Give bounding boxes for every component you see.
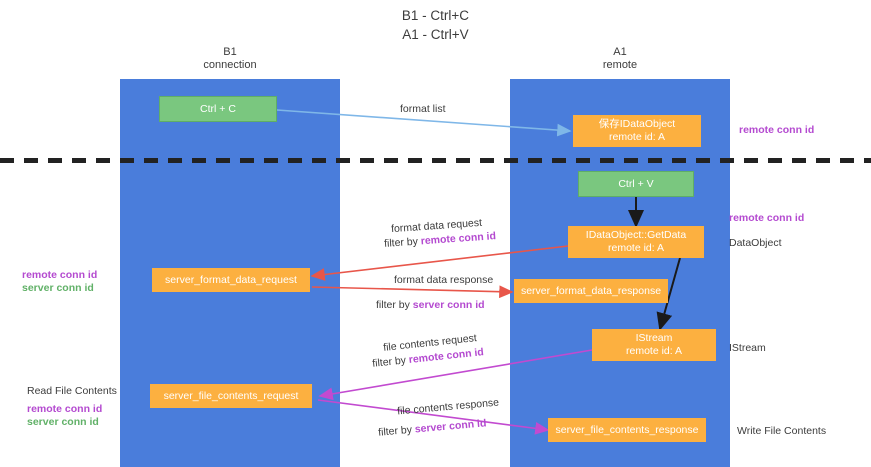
arrow-format-data-response — [311, 285, 514, 299]
arrow-file-contents-response — [317, 399, 550, 435]
annotation-right-dataobject: DataObject — [729, 236, 782, 250]
annotation-right-write-file-contents: Write File Contents — [737, 424, 826, 438]
label-format-list-text: format list — [400, 103, 446, 115]
annotation-left-server-conn-id-bottom: server conn id — [27, 415, 99, 429]
annotation-right-remote-conn-id-top: remote conn id — [739, 123, 814, 137]
filter-prefix: filter by — [377, 423, 416, 439]
annotation-right-istream: IStream — [729, 341, 766, 355]
filter-prefix: filter by — [371, 354, 410, 370]
filter-prefix: filter by — [376, 299, 413, 311]
annotation-text: remote conn id — [739, 124, 815, 136]
box-idataobject-getdata[interactable]: IDataObject::GetData remote id: A — [568, 226, 704, 258]
annotation-text: DataObject — [729, 237, 782, 249]
box-ctrl-v-label: Ctrl + V — [618, 177, 654, 190]
annotation-left-read-file-contents: Read File Contents — [27, 384, 117, 398]
column-header-b1-name: B1 — [223, 46, 237, 58]
annotation-left-server-conn-id-mid: server conn id — [22, 281, 94, 295]
column-header-a1-role: remote — [602, 59, 638, 71]
column-header-b1: B1 connection — [150, 46, 310, 72]
box-istream-line1: IStream — [635, 332, 673, 344]
annotation-left-remote-conn-id-mid: remote conn id — [22, 268, 97, 282]
box-idataobject[interactable]: 保存IDataObject remote id: A — [573, 115, 701, 147]
annotation-text: IStream — [729, 342, 766, 354]
box-server-file-contents-request-label: server_file_contents_request — [163, 389, 299, 402]
filter-key-server-conn-id: server conn id — [412, 299, 485, 311]
box-ctrl-v[interactable]: Ctrl + V — [578, 171, 694, 197]
box-idataobject-line1: 保存IDataObject — [598, 118, 676, 130]
box-idataobject-line2: remote id: A — [608, 131, 666, 143]
annotation-text: server conn id — [22, 282, 94, 294]
title-line-1: B1 - Ctrl+C — [401, 8, 470, 23]
column-header-b1-role: connection — [203, 59, 257, 71]
box-getdata-line2: remote id: A — [607, 242, 665, 254]
label-format-data-response-filter: filter by server conn id — [376, 298, 485, 312]
box-server-file-contents-response[interactable]: server_file_contents_response — [548, 418, 706, 442]
arrow-format-data-request — [310, 245, 569, 281]
annotation-text: remote conn id — [27, 403, 103, 415]
box-istream-line2: remote id: A — [625, 345, 683, 357]
box-server-file-contents-request[interactable]: server_file_contents_request — [150, 384, 312, 408]
annotation-text: remote conn id — [729, 212, 805, 224]
box-server-file-contents-response-label: server_file_contents_response — [555, 423, 699, 436]
box-server-format-data-response[interactable]: server_format_data_response — [514, 279, 668, 303]
box-server-format-data-request[interactable]: server_format_data_request — [152, 268, 310, 292]
annotation-text: Read File Contents — [27, 385, 117, 397]
arrow-file-contents-request — [318, 349, 593, 401]
box-server-format-data-response-label: server_format_data_response — [520, 284, 662, 297]
arrow-getdata-to-istream — [656, 257, 681, 331]
label-format-data-response-text: format data response — [394, 274, 494, 286]
box-ctrl-c[interactable]: Ctrl + C — [159, 96, 277, 122]
annotation-text: server conn id — [27, 416, 99, 428]
annotation-text: remote conn id — [22, 269, 98, 281]
box-ctrl-c-label: Ctrl + C — [200, 102, 236, 115]
title-line-2: A1 - Ctrl+V — [402, 27, 469, 42]
phase-divider — [0, 158, 871, 163]
annotation-left-remote-conn-id-bottom: remote conn id — [27, 402, 102, 416]
box-istream[interactable]: IStream remote id: A — [592, 329, 716, 361]
label-format-data-response: format data response — [394, 273, 493, 287]
annotation-text: Write File Contents — [737, 425, 827, 437]
arrow-format-list — [276, 109, 572, 137]
annotation-right-remote-conn-id-mid: remote conn id — [729, 211, 804, 225]
box-server-format-data-request-label: server_format_data_request — [165, 273, 297, 286]
box-getdata-line1: IDataObject::GetData — [585, 229, 687, 241]
label-format-list: format list — [400, 102, 446, 116]
diagram-title: B1 - Ctrl+C A1 - Ctrl+V — [0, 6, 871, 44]
filter-prefix: filter by — [383, 235, 422, 250]
column-header-a1: A1 remote — [540, 46, 700, 72]
column-header-a1-name: A1 — [613, 46, 627, 58]
